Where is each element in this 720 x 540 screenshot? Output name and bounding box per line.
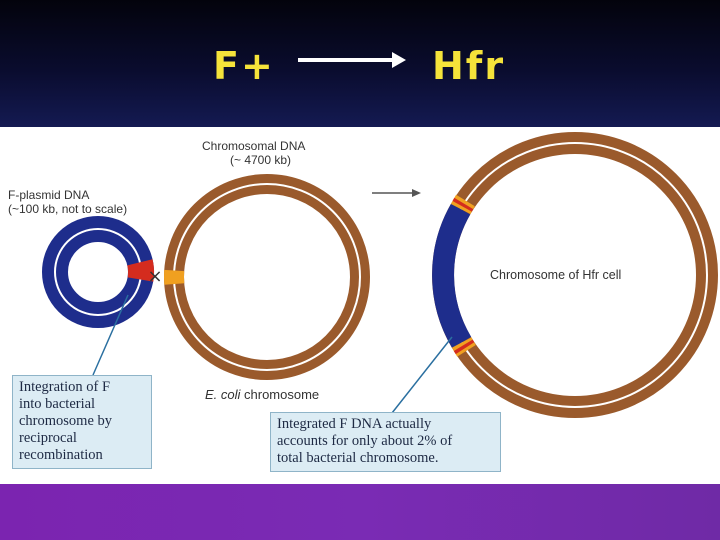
hfr-title: Hfr xyxy=(432,44,506,88)
ecoli-chromosome-ring xyxy=(164,174,370,380)
integration-note-line: reciprocal xyxy=(19,430,77,446)
plasmid-dna-title: F-plasmid DNA xyxy=(8,188,90,202)
chromosomal-dna-size: (~ 4700 kb) xyxy=(230,153,292,167)
plasmid-insert-segment xyxy=(127,259,155,282)
integrated-f-note-line: Integrated F DNA actually xyxy=(277,416,432,432)
ecoli-species-text: E. coli xyxy=(205,387,241,402)
hfr-chromosome-text: Chromosome of Hfr cell xyxy=(490,268,622,282)
diagram-graphics: × xyxy=(42,132,718,418)
slide-footer-band xyxy=(0,484,720,540)
chromosomal-dna-label: Chromosomal DNA (~ 4700 kb) xyxy=(202,139,305,167)
integrated-f-note-line: total bacterial chromosome. xyxy=(277,450,439,466)
integrated-f-note-line: accounts for only about 2% of xyxy=(277,433,453,449)
process-arrow-icon xyxy=(372,189,421,197)
integration-diagram: × Chromosomal DNA (~ 4700 kb) F-plasmid … xyxy=(0,127,720,484)
hfr-junction-bottom-red xyxy=(453,339,475,355)
integration-note-line: into bacterial xyxy=(19,396,96,412)
integration-note-line: Integration of F xyxy=(19,379,111,395)
crossover-mark: × xyxy=(147,266,162,287)
integration-note-box: Integration of F into bacterial chromoso… xyxy=(12,375,152,469)
hfr-junction-top-red xyxy=(452,197,474,212)
plasmid-dna-size: (~100 kb, not to scale) xyxy=(8,202,128,216)
plasmid-dna-label: F-plasmid DNA (~100 kb, not to scale) xyxy=(8,188,127,216)
hfr-chromosome-label: Chromosome of Hfr cell xyxy=(490,268,621,282)
leader-line-left xyxy=(92,294,129,376)
f-plus-title: F+ xyxy=(213,44,275,88)
integration-note-line: recombination xyxy=(19,447,103,463)
integration-note-line: chromosome by xyxy=(19,413,113,429)
chromosomal-dna-title: Chromosomal DNA xyxy=(202,139,306,153)
ecoli-chromosome-text: chromosome xyxy=(240,387,320,402)
leader-line-right xyxy=(391,336,453,414)
transition-arrow-icon xyxy=(298,52,406,68)
hfr-integrated-f-segment xyxy=(432,203,472,349)
slide-header: F+ Hfr xyxy=(0,0,720,127)
integrated-f-note-box: Integrated F DNA actually accounts for o… xyxy=(270,412,501,472)
ecoli-chromosome-label: E. coli chromosome xyxy=(205,388,319,402)
